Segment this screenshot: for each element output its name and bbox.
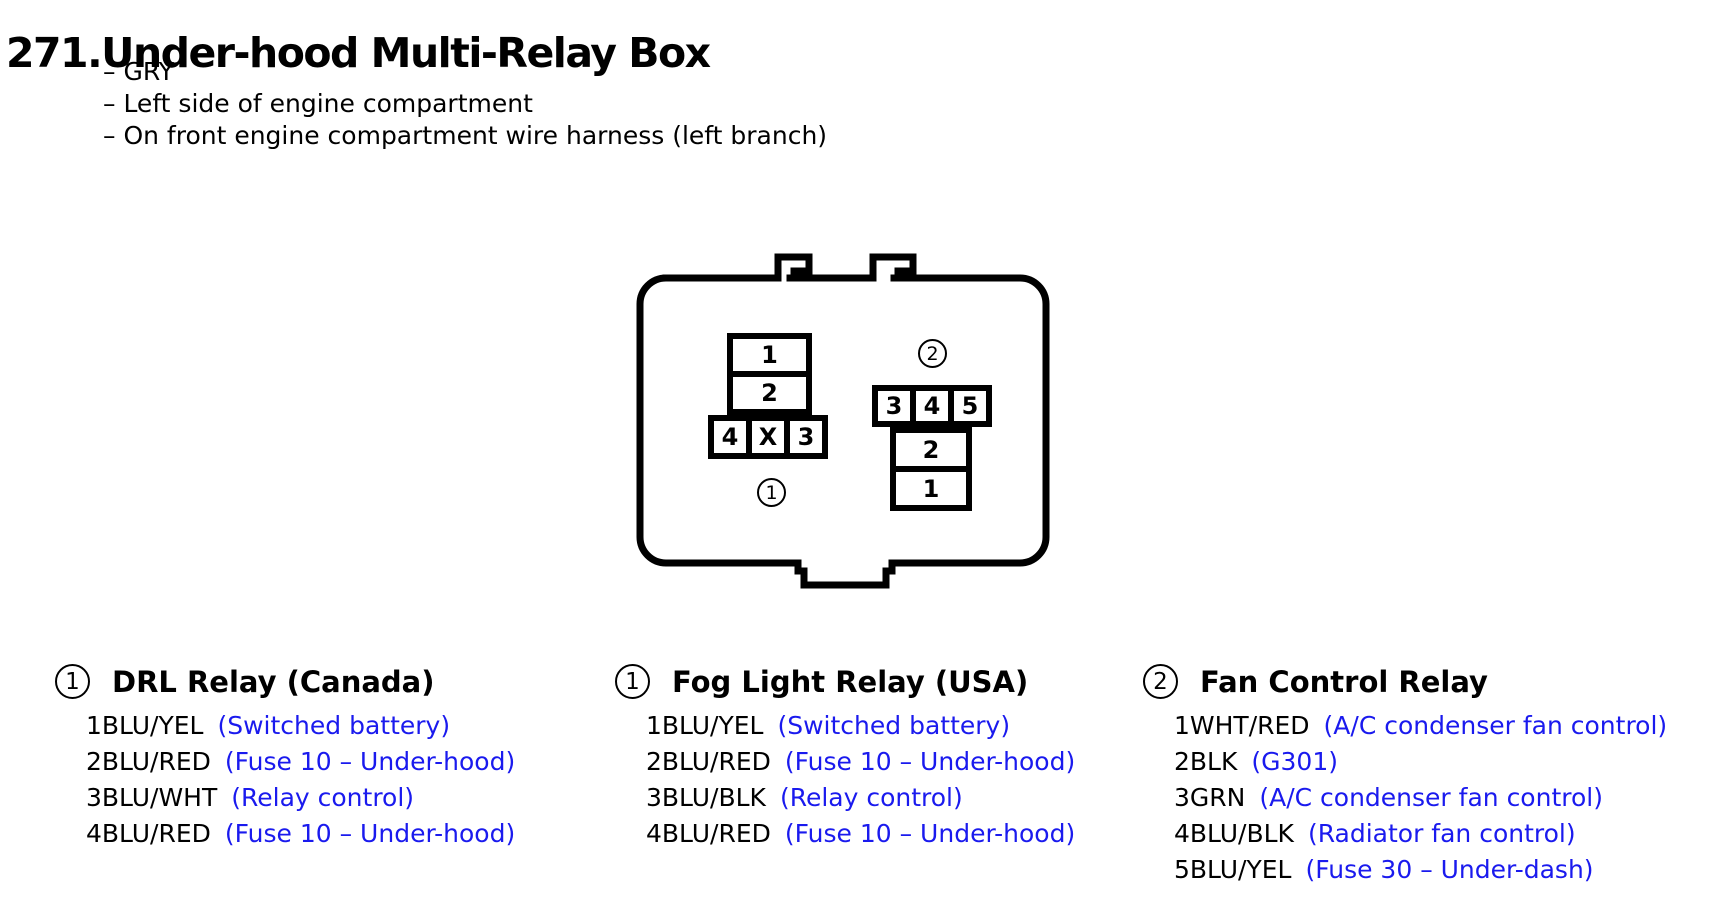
pin-cell: 2 xyxy=(896,433,966,466)
pin-cell: 1 xyxy=(896,472,966,505)
relay-title: Fog Light Relay (USA) xyxy=(672,664,1029,699)
pin-code: 3BLU/WHT xyxy=(86,783,218,812)
note-color-code: – GRY xyxy=(103,57,174,86)
relay-title: DRL Relay (Canada) xyxy=(112,664,435,699)
pin-code: 5BLU/YEL xyxy=(1174,855,1292,884)
connector-2-stack-grid: 2 1 xyxy=(890,427,972,511)
ref-circle: 1 xyxy=(615,664,650,699)
pin-row: 2BLU/RED (Fuse 10 – Under-hood) xyxy=(86,744,515,780)
legend-header: 2 Fan Control Relay xyxy=(1143,664,1667,699)
pin-row: 3BLU/BLK (Relay control) xyxy=(646,780,1075,816)
pin-row: 2BLU/RED (Fuse 10 – Under-hood) xyxy=(646,744,1075,780)
relay-title: Fan Control Relay xyxy=(1200,664,1488,699)
pin-description: (Relay control) xyxy=(231,783,415,812)
pin-row: 4BLU/RED (Fuse 10 – Under-hood) xyxy=(646,816,1075,852)
legend-header: 1 Fog Light Relay (USA) xyxy=(615,664,1075,699)
connector-1-label: 1 xyxy=(757,478,786,507)
pin-list: 1BLU/YEL (Switched battery) 2BLU/RED (Fuse… xyxy=(55,708,515,852)
legend-fan-control-relay: 2 Fan Control Relay 1WHT/RED (A/C condens… xyxy=(1143,664,1667,888)
pin-row: 2BLK (G301) xyxy=(1174,744,1667,780)
pin-cell: 2 xyxy=(733,377,806,409)
pin-cell: 5 xyxy=(954,391,986,421)
connector-1-row-grid: 4 X 3 xyxy=(708,415,828,459)
pin-row: 5BLU/YEL (Fuse 30 – Under-dash) xyxy=(1174,852,1667,888)
pin-description: (Switched battery) xyxy=(217,711,451,740)
pin-code: 1BLU/YEL xyxy=(86,711,204,740)
pin-description: (Fuse 10 – Under-hood) xyxy=(224,747,516,776)
pin-list: 1BLU/YEL (Switched battery) 2BLU/RED (Fuse… xyxy=(615,708,1075,852)
pin-description: (A/C condenser fan control) xyxy=(1323,711,1668,740)
pin-code: 3BLU/BLK xyxy=(646,783,766,812)
pin-description: (Relay control) xyxy=(779,783,963,812)
pin-list: 1WHT/RED (A/C condenser fan control) 2BLK… xyxy=(1143,708,1667,888)
pin-cell: 3 xyxy=(790,421,822,453)
pin-row: 1WHT/RED (A/C condenser fan control) xyxy=(1174,708,1667,744)
connector-2-label: 2 xyxy=(918,339,947,368)
pin-cell: 3 xyxy=(878,391,910,421)
pin-cell: X xyxy=(752,421,784,453)
relay-box-diagram: 1 2 4 X 3 1 2 3 4 5 2 1 xyxy=(560,230,1080,590)
pin-row: 4BLU/RED (Fuse 10 – Under-hood) xyxy=(86,816,515,852)
note-harness: – On front engine compartment wire harne… xyxy=(103,121,828,150)
ref-circle: 2 xyxy=(1143,664,1178,699)
pin-row: 1BLU/YEL (Switched battery) xyxy=(86,708,515,744)
pin-code: 4BLU/RED xyxy=(86,819,211,848)
connector-2-row-grid: 3 4 5 xyxy=(872,385,992,427)
ref-circle: 1 xyxy=(55,664,90,699)
legend-fog-light-relay: 1 Fog Light Relay (USA) 1BLU/YEL (Switche… xyxy=(615,664,1075,852)
note-location: – Left side of engine compartment xyxy=(103,89,533,118)
pin-code: 1WHT/RED xyxy=(1174,711,1310,740)
pin-row: 4BLU/BLK (Radiator fan control) xyxy=(1174,816,1667,852)
pin-code: 2BLU/RED xyxy=(646,747,771,776)
pin-description: (Radiator fan control) xyxy=(1307,819,1576,848)
pin-description: (Fuse 30 – Under-dash) xyxy=(1305,855,1594,884)
location-notes: – GRY – Left side of engine compartment … xyxy=(103,56,827,152)
pin-row: 3GRN (A/C condenser fan control) xyxy=(1174,780,1667,816)
pin-code: 3GRN xyxy=(1174,783,1246,812)
pin-code: 4BLU/BLK xyxy=(1174,819,1294,848)
pin-description: (Fuse 10 – Under-hood) xyxy=(784,819,1076,848)
connector-1-stack-grid: 1 2 xyxy=(727,333,812,415)
pin-description: (G301) xyxy=(1251,747,1338,776)
pin-cell: 4 xyxy=(916,391,948,421)
pin-code: 4BLU/RED xyxy=(646,819,771,848)
pin-description: (Fuse 10 – Under-hood) xyxy=(784,747,1076,776)
pin-description: (Fuse 10 – Under-hood) xyxy=(224,819,516,848)
pin-description: (A/C condenser fan control) xyxy=(1259,783,1603,812)
legend-drl-relay: 1 DRL Relay (Canada) 1BLU/YEL (Switched b… xyxy=(55,664,515,852)
relay-box-outline xyxy=(636,253,1050,589)
pin-code: 2BLK xyxy=(1174,747,1238,776)
pin-cell: 1 xyxy=(733,339,806,371)
pin-cell: 4 xyxy=(714,421,746,453)
pin-code: 1BLU/YEL xyxy=(646,711,764,740)
pin-description: (Switched battery) xyxy=(777,711,1011,740)
pin-code: 2BLU/RED xyxy=(86,747,211,776)
legend-header: 1 DRL Relay (Canada) xyxy=(55,664,515,699)
pin-row: 3BLU/WHT (Relay control) xyxy=(86,780,515,816)
pin-row: 1BLU/YEL (Switched battery) xyxy=(646,708,1075,744)
page-title: 271.Under-hood Multi-Relay Box xyxy=(6,29,711,78)
